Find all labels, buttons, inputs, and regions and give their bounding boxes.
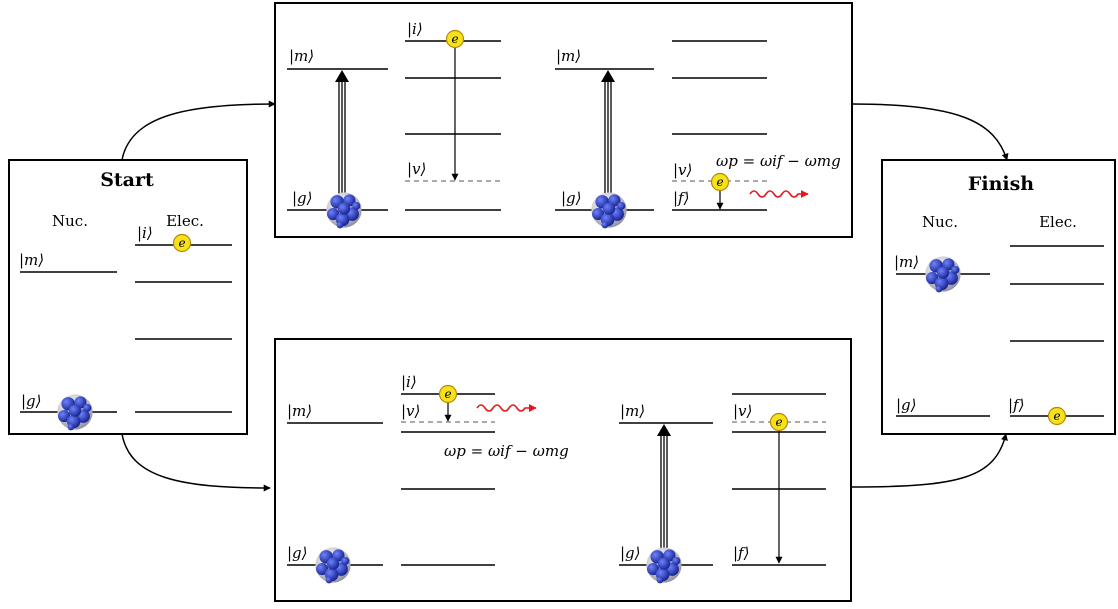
ket-m: |m⟩ — [287, 402, 312, 420]
electron-icon: e — [172, 233, 192, 253]
flow-arrow-start-to-bottom — [121, 433, 271, 492]
ket-f: |f⟩ — [673, 189, 689, 207]
photon-energy-equation: ωp = ωif − ωmg — [444, 442, 569, 460]
electron-icon: e — [769, 412, 789, 432]
svg-text:e: e — [178, 236, 185, 250]
electron-icon: e — [1047, 406, 1067, 426]
ket-v: |v⟩ — [733, 402, 752, 420]
flow-arrow-bottom-to-finish — [851, 433, 1008, 488]
svg-text:e: e — [1053, 409, 1060, 423]
excitation-arrow — [601, 70, 615, 208]
photon-wave-icon — [749, 190, 809, 198]
excitation-arrow — [657, 424, 671, 562]
ket-m: |m⟩ — [894, 253, 919, 271]
finish-nuc-label: Nuc. — [922, 213, 958, 231]
ket-i: |i⟩ — [401, 373, 417, 391]
ket-g: |g⟩ — [287, 544, 308, 562]
finish-elec-label: Elec. — [1039, 213, 1077, 231]
ket-g: |g⟩ — [21, 392, 42, 410]
ket-m: |m⟩ — [289, 47, 314, 65]
photon-energy-equation: ωp = ωif − ωmg — [716, 152, 841, 170]
bottom-panel: |m⟩ |g⟩ |i⟩ |v⟩ e ωp = ωif − ωmg |m⟩ |g⟩ — [274, 338, 852, 602]
start-nuc-label: Nuc. — [52, 212, 88, 230]
ket-i: |i⟩ — [137, 224, 153, 242]
photon-wave-icon — [476, 404, 537, 412]
ket-f: |f⟩ — [1008, 396, 1024, 414]
ket-v: |v⟩ — [407, 160, 426, 178]
svg-text:e: e — [444, 387, 451, 401]
finish-panel: Finish Nuc. Elec. |m⟩ |g⟩ |f⟩ e — [881, 159, 1116, 435]
svg-text:e: e — [716, 175, 723, 189]
ket-g: |g⟩ — [561, 189, 582, 207]
electron-icon: e — [438, 384, 458, 404]
ket-i: |i⟩ — [407, 20, 423, 38]
start-title: Start — [100, 169, 154, 191]
ket-g: |g⟩ — [620, 544, 641, 562]
ket-g: |g⟩ — [896, 396, 917, 414]
flow-arrow-start-to-top — [121, 100, 276, 161]
electron-icon: e — [710, 172, 730, 192]
svg-text:e: e — [775, 415, 782, 429]
ket-m: |m⟩ — [556, 47, 581, 65]
svg-text:e: e — [451, 32, 458, 46]
start-elec-label: Elec. — [166, 212, 204, 230]
ket-g: |g⟩ — [292, 189, 313, 207]
ket-f: |f⟩ — [733, 544, 749, 562]
ket-v: |v⟩ — [401, 402, 420, 420]
finish-title: Finish — [968, 173, 1034, 195]
start-panel: Start Nuc. Elec. |m⟩ |g⟩ |i⟩ e — [8, 159, 248, 435]
excitation-arrow — [335, 70, 349, 208]
ket-v: |v⟩ — [673, 161, 692, 179]
top-panel: |m⟩ |g⟩ |i⟩ |v⟩ e |m⟩ |g⟩ — [274, 2, 853, 238]
electron-icon: e — [445, 29, 465, 49]
ket-m: |m⟩ — [19, 251, 44, 269]
flow-arrow-top-to-finish — [851, 103, 1009, 161]
ket-m: |m⟩ — [620, 402, 645, 420]
